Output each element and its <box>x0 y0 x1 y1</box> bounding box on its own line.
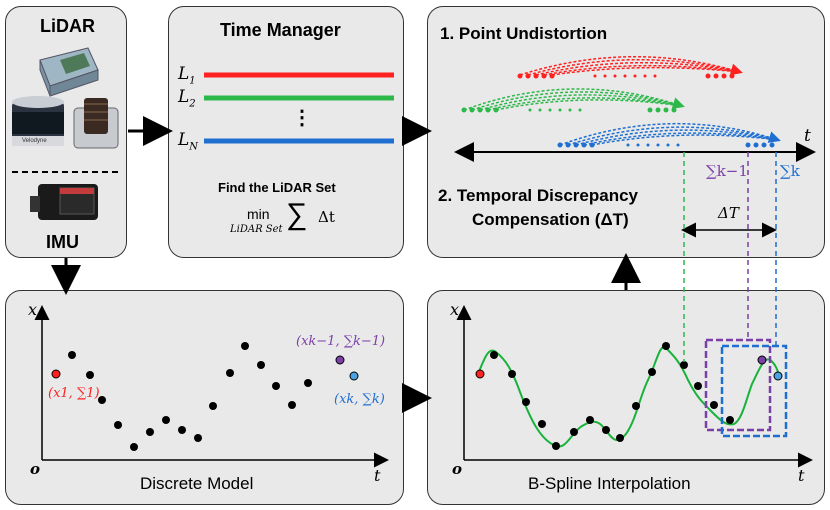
livox-lidar-icon <box>73 98 119 149</box>
min-word: min <box>247 206 270 222</box>
bspline-panel <box>427 290 825 505</box>
temporal-discrepancy-title-1: 2. Temporal Discrepancy <box>438 186 638 205</box>
vertical-ellipsis: ⋮ <box>292 107 312 129</box>
red-undistortion-arcs <box>519 56 743 76</box>
discrete-t-label: t <box>374 466 381 485</box>
undistortion-panel <box>427 6 825 258</box>
sigma-k-label: ∑k <box>780 162 800 180</box>
green-undistortion-arcs <box>463 88 685 111</box>
point-k-minus-1-purple <box>335 355 345 365</box>
min-subscript: LiDAR Set <box>230 224 283 235</box>
velodyne-text: Velodyne <box>22 138 47 144</box>
imu-label: IMU <box>46 232 79 252</box>
discrete-origin-label: o <box>30 460 41 478</box>
line-label-1: L1 <box>178 64 196 87</box>
temporal-discrepancy-title-2: Compensation (ΔT) <box>472 210 629 229</box>
time-manager-panel <box>168 6 404 258</box>
bspline-origin-label: o <box>452 460 463 478</box>
sigma-k-minus-1-label: ∑k−1 <box>706 162 748 180</box>
bspline-t-label: t <box>798 466 805 485</box>
lidar-label: LiDAR <box>40 16 95 36</box>
green-points <box>461 107 677 113</box>
spline-point-k <box>773 371 783 381</box>
point-first-red <box>51 369 61 379</box>
line-label-2: L2 <box>178 87 196 110</box>
bspline-x-label: x <box>450 300 460 319</box>
spline-point-k-minus-1 <box>757 355 767 365</box>
red-points <box>517 73 735 79</box>
blue-window-box <box>720 344 788 438</box>
time-axis-label: t <box>804 126 811 146</box>
discrete-x-label: x <box>28 300 38 319</box>
point-undistortion-title: 1. Point Undistortion <box>440 24 608 43</box>
imu-icon <box>30 184 98 220</box>
discrete-points <box>68 342 312 451</box>
spline-point-first-red <box>475 369 485 379</box>
bspline-curve <box>477 345 781 448</box>
point-k-blue <box>349 371 359 381</box>
bspline-label: B-Spline Interpolation <box>528 474 691 493</box>
find-lidar-set-text: Find the LiDAR Set <box>218 180 336 195</box>
lidar-box-icon <box>39 47 99 97</box>
delta-t-label: Δt <box>318 208 335 226</box>
delta-T-label: ΔT <box>718 204 739 222</box>
annotation-red: (x1, ∑1) <box>48 386 100 401</box>
line-label-n: LN <box>178 130 199 153</box>
sum-symbol: ∑ <box>286 198 308 231</box>
time-manager-title: Time Manager <box>220 20 341 40</box>
annotation-blue: (xk, ∑k) <box>334 392 385 407</box>
discrete-model-label: Discrete Model <box>140 474 254 493</box>
purple-window-box <box>704 338 772 432</box>
bspline-points <box>490 342 734 450</box>
blue-undistortion-arcs <box>559 122 781 146</box>
velodyne-lidar-icon <box>12 96 64 146</box>
annotation-purple: (xk−1, ∑k−1) <box>296 334 386 349</box>
